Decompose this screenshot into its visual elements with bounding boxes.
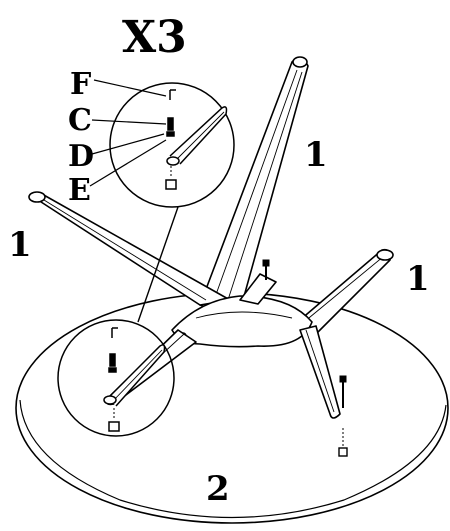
leg-label-right: 1 — [406, 259, 430, 299]
tabletop-label: 2 — [206, 469, 230, 509]
magnifier-detail-icon — [109, 82, 235, 208]
bolt-icon — [338, 375, 348, 457]
quantity-label: X3 — [122, 12, 187, 63]
leader-lines — [89, 79, 167, 187]
leg-label-left: 1 — [8, 225, 32, 265]
magnifier-detail-icon — [57, 319, 175, 437]
part-label-d: D — [68, 139, 94, 174]
part-label-e: E — [68, 173, 91, 208]
bolt-icon — [262, 259, 270, 280]
leg-label-top: 1 — [304, 135, 328, 175]
magnifier-connector — [137, 206, 179, 323]
part-label-c: C — [68, 103, 92, 138]
part-label-f: F — [70, 67, 91, 102]
